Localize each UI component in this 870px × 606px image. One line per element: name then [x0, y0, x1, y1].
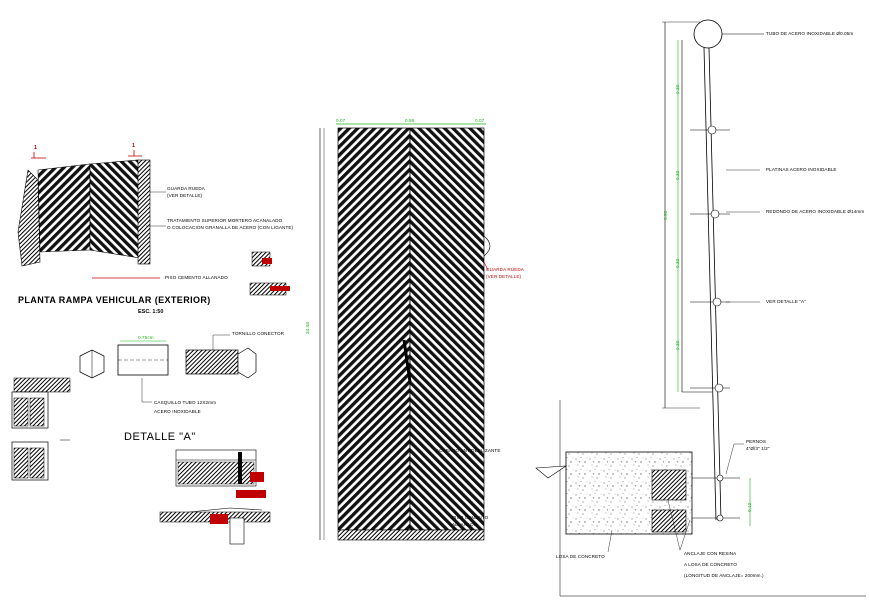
ramp-note-mid: ACABADO ANTIDESLIZANTE: [436, 448, 501, 453]
bolt-detail: [79, 334, 257, 403]
ramp-elevation: [319, 123, 491, 541]
anclaje-sub-1: A LOSA DE CONCRETO: [684, 562, 738, 567]
section-marker-left: 1: [34, 145, 38, 151]
guarda-rueda-sub: (VER DETALLE): [167, 193, 203, 198]
ramp-dim-right: 0.07: [475, 118, 485, 123]
casquillo-sub: ACERO INOXIDABLE: [154, 409, 201, 414]
plan-section: [17, 150, 290, 296]
small-elevations: [11, 377, 71, 481]
rail-dim-seg-3: 0.30: [675, 258, 680, 268]
plan-title: PLANTA RAMPA VEHICULAR (EXTERIOR): [18, 295, 211, 305]
piso-label: PISO CEMENTO ALLANADO: [165, 275, 228, 280]
section-marker-right: 1: [132, 143, 136, 149]
guarda-rueda-label: GUARDA RUEDA: [167, 186, 205, 191]
rail-dim-base: 0.12: [747, 502, 752, 512]
platina-label: PLATINAS ACERO INOXIDABLE: [766, 167, 837, 172]
ver-detalle-label: VER DETALLE "A": [766, 299, 806, 304]
tube-dimension: 0.75cm: [138, 335, 154, 340]
losa-label: LOSA DE CONCRETO: [556, 554, 605, 559]
anclaje-label: ANCLAJE CON RESINA: [684, 551, 737, 556]
detalle-a-title: DETALLE "A": [124, 431, 196, 443]
rail-dim-seg-1: 0.30: [675, 84, 680, 94]
pernos-sub: 4"Ø/3" 1/2": [746, 446, 770, 451]
rail-dim-total: 0.90: [663, 210, 668, 220]
pernos-label: PERNOS: [746, 439, 767, 444]
anclaje-sub-2: (LONGITUD DE ANCLAJE= 200mm.): [684, 573, 764, 578]
ramp-dim-center: 0.88: [405, 118, 415, 123]
ramp-note-bottom-sub: ALLANADO: [452, 522, 478, 527]
rail-dim-seg-4: 0.30: [675, 340, 680, 350]
tratamiento-sub: O COLOCACION GRANALLA DE ACERO (CON LIGA…: [167, 225, 294, 230]
ramp-guarda-label: GUARDA RUEDA: [486, 267, 524, 272]
casquillo-label: CASQUILLO TUBO 12X2mm: [154, 400, 217, 405]
ramp-dim-left: 0.07: [336, 118, 346, 123]
ramp-guarda-sub: (VER DETALLE): [486, 274, 522, 279]
tornillo-label: TORNILLO CONECTOR: [232, 331, 285, 336]
redondo-label: REDONDO DE ACERO INOXIDABLE Ø14mm: [766, 209, 865, 214]
ramp-dim-vertical: 34.48: [305, 322, 310, 334]
tubo-label: TUBO DE ACERO INOXIDABLE Ø0.05m: [766, 31, 854, 36]
railing-elevation: [535, 19, 866, 597]
rail-dim-seg-2: 0.30: [675, 170, 680, 180]
detalle-a-drawing: [159, 449, 271, 545]
tratamiento-label: TRATAMIENTO SUPERIOR MORTERO ACANALADO: [167, 218, 283, 223]
plan-scale: ESC. 1:50: [138, 309, 164, 315]
ramp-note-bottom: PISO CEMENTO: [452, 515, 489, 520]
